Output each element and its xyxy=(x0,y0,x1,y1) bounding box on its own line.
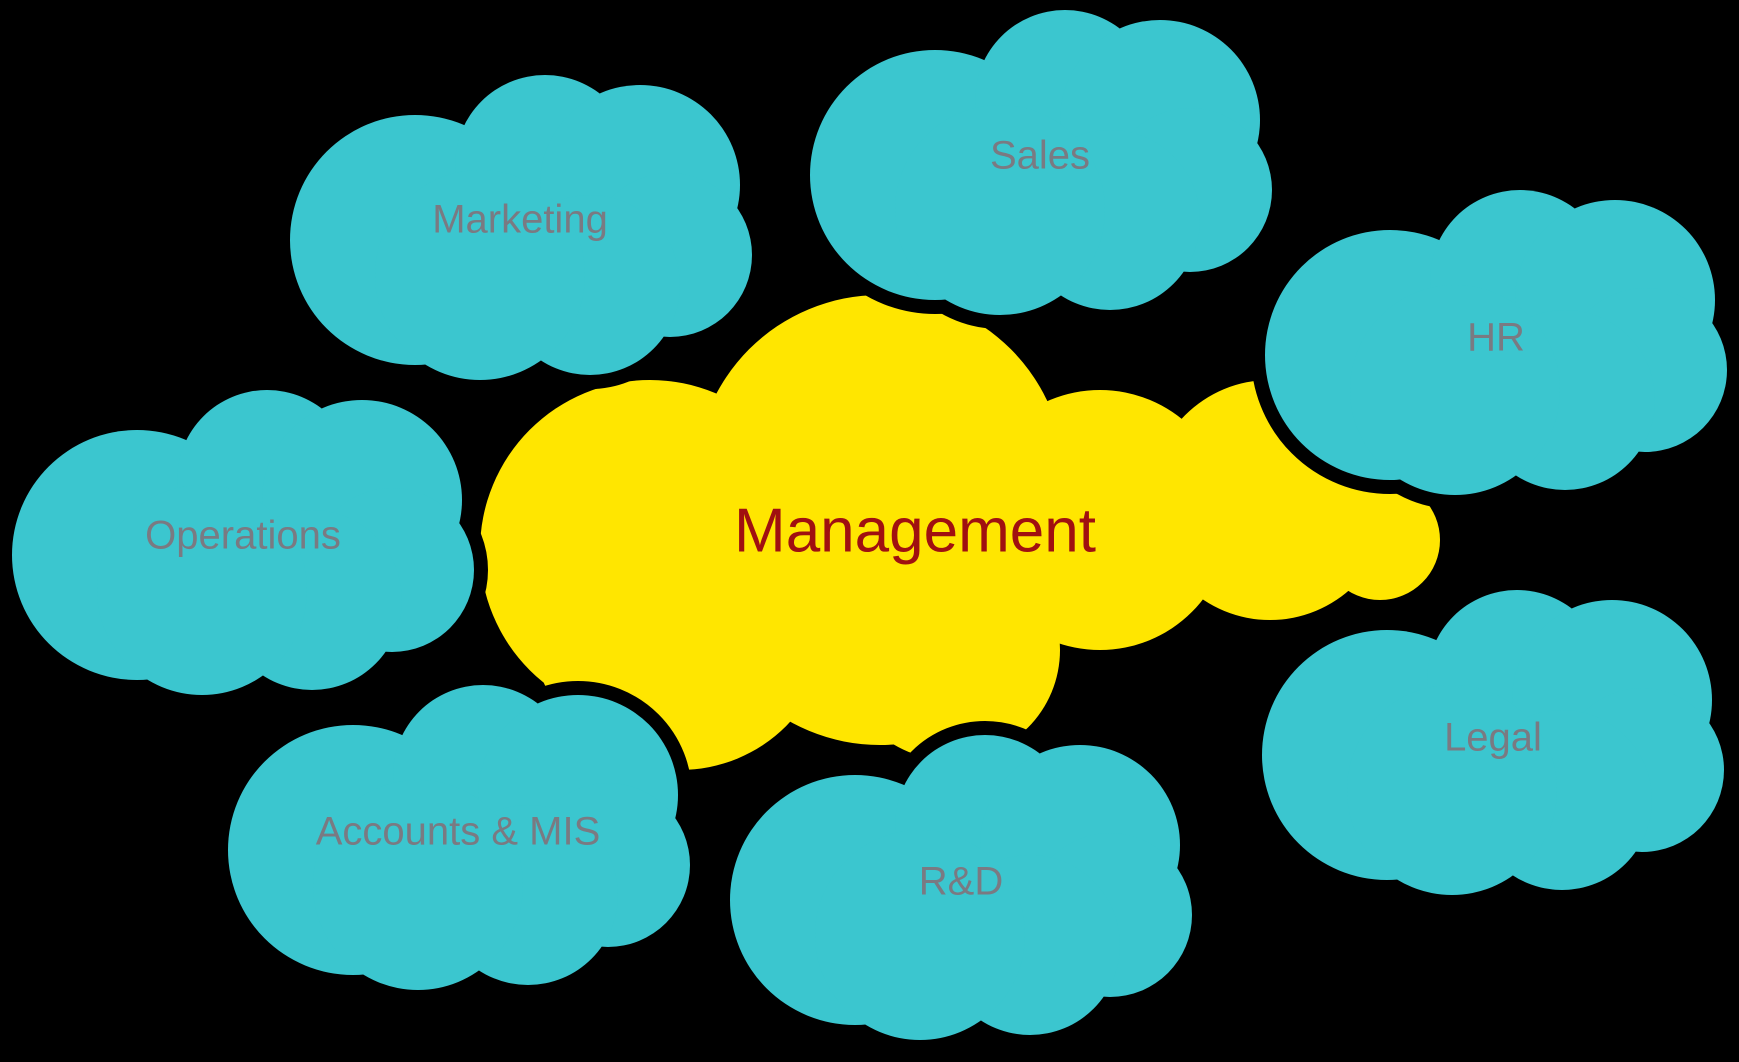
marketing-label: Marketing xyxy=(432,198,608,242)
operations-label: Operations xyxy=(145,514,341,558)
legal-label: Legal xyxy=(1444,716,1542,760)
accounts-label: Accounts & MIS xyxy=(316,810,601,854)
rnd-label: R&D xyxy=(919,860,1003,904)
management-label: Management xyxy=(734,496,1096,565)
hr-label: HR xyxy=(1467,316,1525,360)
sales-label: Sales xyxy=(990,134,1090,178)
